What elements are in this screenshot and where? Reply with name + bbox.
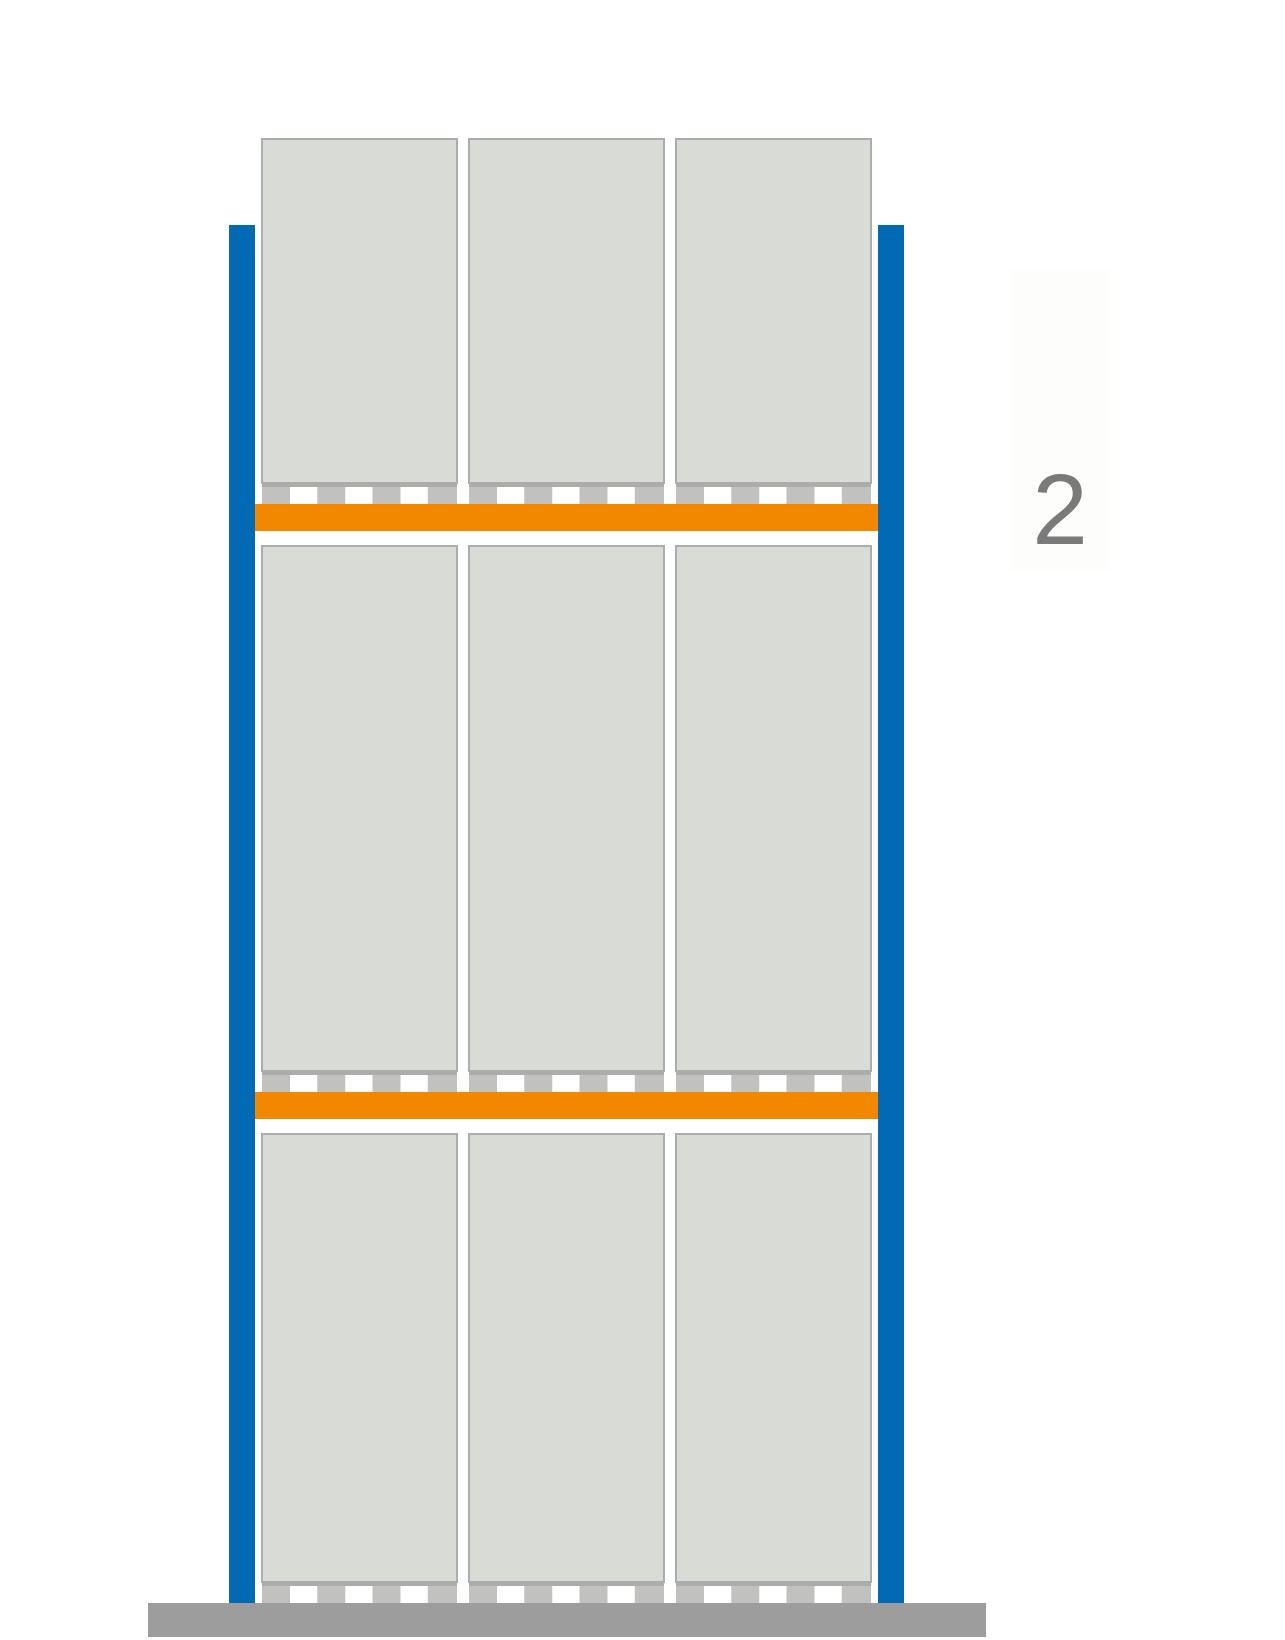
pallet-block [524,487,553,504]
pallet-deck [676,1582,871,1586]
pallet-block [579,487,608,504]
pallet-block [731,1586,760,1603]
right-upright [878,225,904,1605]
left-upright [229,225,255,1605]
pallet-loads [261,138,872,1603]
pallet-block [579,1586,608,1603]
pallet-load [261,138,458,484]
pallet-block [637,1586,664,1603]
pallet-block [731,1075,760,1092]
beam [255,1092,878,1119]
pallet-block [731,487,760,504]
pallet-deck [676,1071,871,1075]
pallet-block [372,487,401,504]
pallet-block [524,1586,553,1603]
pallet-block [844,1586,871,1603]
rack-frame [148,225,986,1637]
pallet-block [372,1586,401,1603]
pallet-load [468,138,665,484]
pallet-block [786,1586,815,1603]
pallet-deck [469,483,664,487]
pallet-load [261,1133,458,1583]
pallet-block [676,1586,704,1603]
pallet-block [430,1586,457,1603]
pallet-deck [262,483,457,487]
pallet-block [317,487,346,504]
pallet-block [430,1075,457,1092]
pallet-block [524,1075,553,1092]
pallet-block [262,487,290,504]
pallet-load [675,545,872,1072]
pallet-load [675,138,872,484]
pallet-block [317,1075,346,1092]
beam [255,504,878,531]
pallet-load [468,1133,665,1583]
pallet-block [676,1075,704,1092]
pallet-block [469,1075,497,1092]
pallet-deck [676,483,871,487]
pallet-block [262,1075,290,1092]
pallet-block [469,1586,497,1603]
level-label-background [1010,270,1110,570]
pallet-block [469,487,497,504]
pallet-block [637,487,664,504]
pallet-block [844,487,871,504]
pallet-load [675,1133,872,1583]
floor-slab [148,1603,986,1637]
pallet-block [317,1586,346,1603]
pallet-block [676,487,704,504]
pallet-block [786,1075,815,1092]
pallet-block [372,1075,401,1092]
level-label: 2 [1032,454,1088,566]
pallet-block [430,487,457,504]
pallet-block [579,1075,608,1092]
pallet-deck [469,1071,664,1075]
pallet-block [637,1075,664,1092]
pallet-block [262,1586,290,1603]
pallet-load [261,545,458,1072]
pallet-deck [469,1582,664,1586]
pallet-block [844,1075,871,1092]
pallet-block [786,487,815,504]
pallet-deck [262,1582,457,1586]
pallet-deck [262,1071,457,1075]
pallet-load [468,545,665,1072]
